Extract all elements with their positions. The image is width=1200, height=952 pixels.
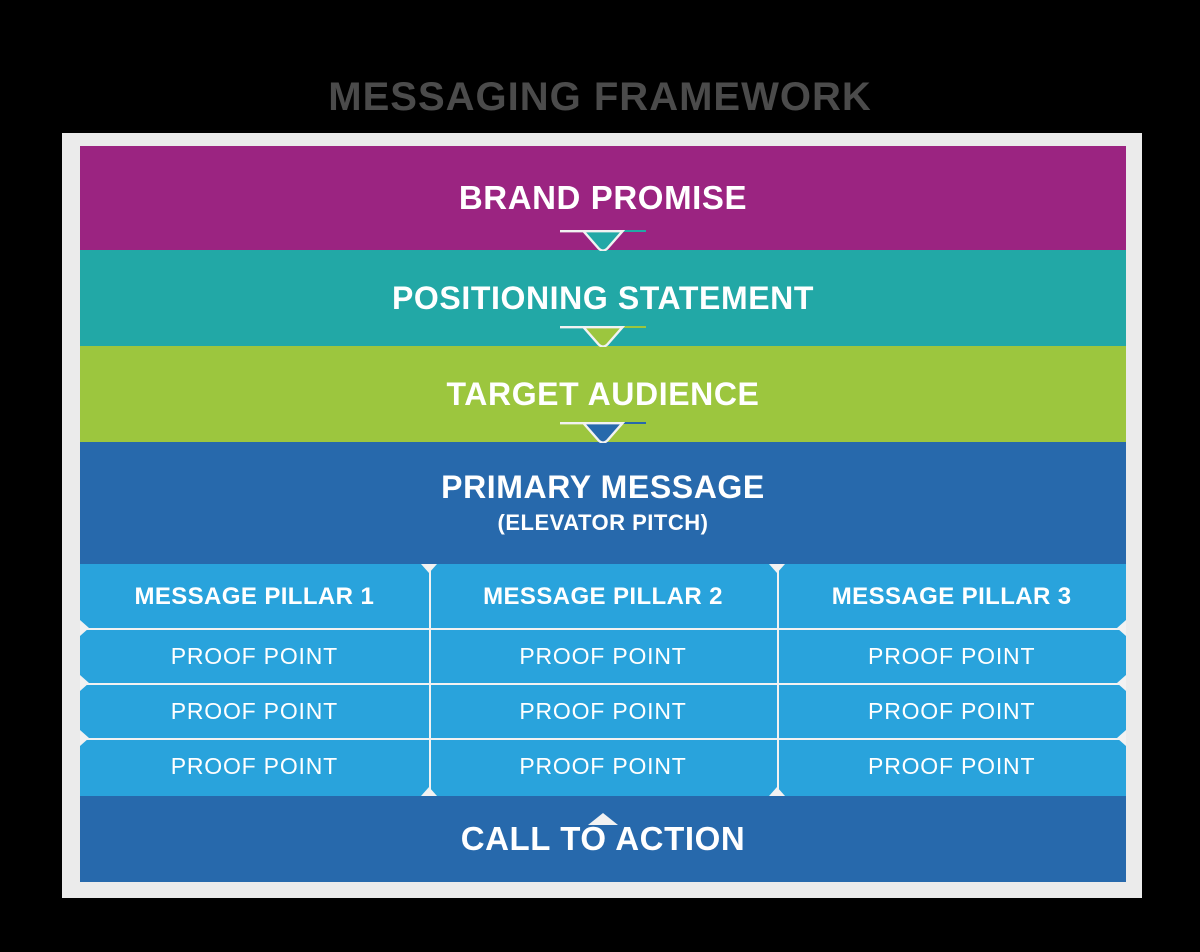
message-pillar-1-label: MESSAGE PILLAR 1	[134, 582, 375, 610]
triangle-up-icon	[588, 795, 618, 825]
proof-point-cell[interactable]: PROOF POINT	[428, 739, 778, 794]
proof-point-label: PROOF POINT	[519, 753, 687, 779]
band-primary-message-label: PRIMARY MESSAGE	[441, 469, 765, 505]
band-positioning-statement[interactable]: POSITIONING STATEMENT	[80, 250, 1126, 347]
band-target-audience[interactable]: TARGET AUDIENCE	[80, 346, 1126, 443]
chevron-down-icon	[560, 326, 646, 347]
proof-point-row: PROOF POINT PROOF POINT PROOF POINT	[80, 739, 1126, 794]
diagram-frame: BRAND PROMISE POSITIONING STATEMENT	[62, 133, 1142, 898]
diagram-body: BRAND PROMISE POSITIONING STATEMENT	[80, 146, 1126, 884]
proof-point-label: PROOF POINT	[868, 753, 1036, 779]
message-pillar-grid: MESSAGE PILLAR 1 MESSAGE PILLAR 2 MESSAG…	[80, 564, 1126, 796]
proof-point-label: PROOF POINT	[170, 643, 338, 669]
proof-point-label: PROOF POINT	[519, 698, 687, 724]
proof-point-label: PROOF POINT	[170, 698, 338, 724]
proof-point-cell[interactable]: PROOF POINT	[80, 739, 429, 794]
message-pillar-1[interactable]: MESSAGE PILLAR 1	[80, 564, 429, 629]
chevron-down-icon	[560, 230, 646, 251]
band-positioning-statement-label: POSITIONING STATEMENT	[391, 279, 815, 316]
chevron-down-icon	[560, 422, 646, 443]
band-brand-promise-label: BRAND PROMISE	[458, 179, 748, 216]
band-call-to-action[interactable]: CALL TO ACTION	[80, 796, 1126, 882]
proof-point-label: PROOF POINT	[868, 643, 1036, 669]
page-title: MESSAGING FRAMEWORK	[328, 75, 872, 119]
message-pillar-2-label: MESSAGE PILLAR 2	[483, 582, 723, 610]
band-primary-message[interactable]: PRIMARY MESSAGE (ELEVATOR PITCH)	[80, 442, 1126, 564]
proof-point-cell[interactable]: PROOF POINT	[80, 684, 429, 739]
message-pillar-2[interactable]: MESSAGE PILLAR 2	[428, 564, 778, 629]
message-pillar-3-label: MESSAGE PILLAR 3	[831, 582, 1072, 610]
message-pillar-header-row: MESSAGE PILLAR 1 MESSAGE PILLAR 2 MESSAG…	[80, 564, 1126, 629]
proof-point-cell[interactable]: PROOF POINT	[80, 629, 429, 684]
proof-point-cell[interactable]: PROOF POINT	[777, 739, 1126, 794]
band-target-audience-label: TARGET AUDIENCE	[446, 375, 760, 412]
band-primary-message-sublabel: (ELEVATOR PITCH)	[497, 510, 709, 535]
band-brand-promise[interactable]: BRAND PROMISE	[80, 146, 1126, 251]
message-pillar-3[interactable]: MESSAGE PILLAR 3	[777, 564, 1126, 629]
proof-point-label: PROOF POINT	[170, 753, 338, 779]
proof-point-row: PROOF POINT PROOF POINT PROOF POINT	[80, 684, 1126, 739]
proof-point-cell[interactable]: PROOF POINT	[428, 629, 778, 684]
proof-point-label: PROOF POINT	[868, 698, 1036, 724]
proof-point-cell[interactable]: PROOF POINT	[428, 684, 778, 739]
proof-point-label: PROOF POINT	[519, 643, 687, 669]
proof-point-cell[interactable]: PROOF POINT	[777, 684, 1126, 739]
band-call-to-action-label: CALL TO ACTION	[460, 820, 746, 857]
proof-point-row: PROOF POINT PROOF POINT PROOF POINT	[80, 629, 1126, 684]
proof-point-cell[interactable]: PROOF POINT	[777, 629, 1126, 684]
